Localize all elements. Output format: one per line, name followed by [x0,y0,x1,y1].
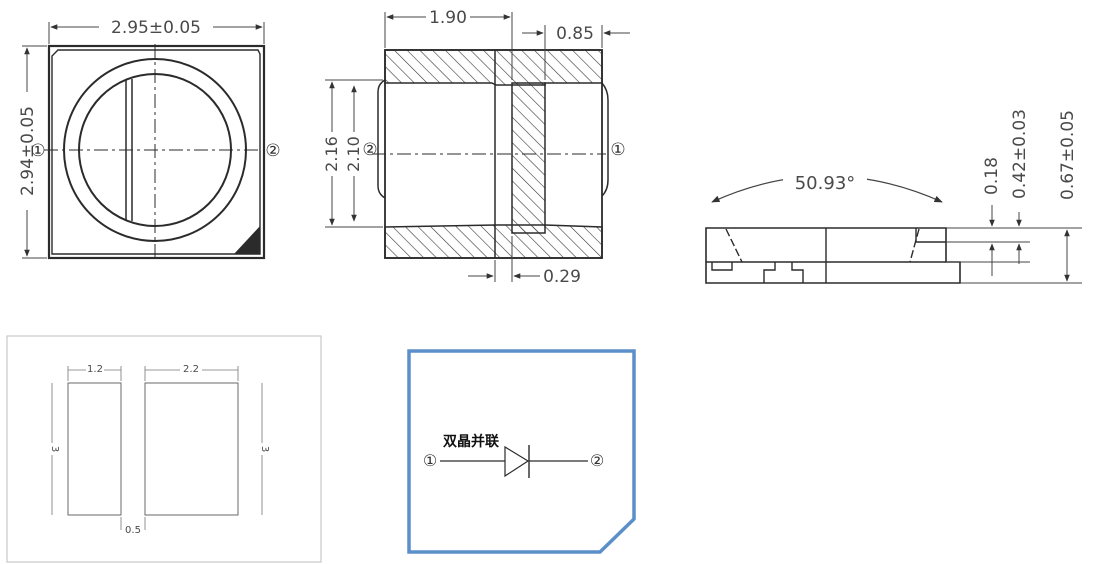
pad-profile-mid [763,262,804,283]
pin-1-marker-icon: ① [610,140,625,160]
dim-0-29-label: 0.29 [543,267,581,287]
pad-profile-left [711,262,733,271]
lens-slope-left [725,228,743,263]
dim-0-67-label: 0.67±0.05 [1058,110,1078,200]
side-notch-left [377,79,386,199]
pad-left [67,382,122,516]
pin-2-marker-icon: ② [265,141,280,161]
side-view: 50.93° 0.18 0.42±0.03 0.67±0.05 [705,109,1082,284]
right-height-label: 3 [259,446,270,452]
pad-right-width-label: 2.2 [183,364,199,375]
dim-1-90-label: 1.90 [429,8,467,28]
dim-0-42-label: 0.42±0.03 [1010,109,1030,199]
hatched-pad-bottom [384,224,603,259]
dim-0-85-label: 0.85 [556,24,594,44]
pad-profile-right [915,228,946,243]
package-outline [47,44,266,260]
footprint-panel: 1.2 2.2 3 3 0.5 [6,335,322,563]
pin-2-marker-icon: ② [362,140,377,160]
pin-2-marker-icon: ② [590,451,604,470]
hatched-pad-top [384,49,603,86]
diode-symbol-icon [504,445,530,478]
pad-left-width-label: 1.2 [87,364,103,375]
top-view: 2.95±0.05 2.94±0.05 ① ② [16,16,281,260]
bottom-view: 1.90 0.85 2.16 2.10 0.29 ② ① [322,8,630,287]
cathode-corner-mark [234,226,260,254]
footprint-panel-border [6,335,322,563]
gap-label: 0.5 [125,525,141,536]
pin-1-marker-icon: ① [423,451,437,470]
width-dimension-label: 2.95±0.05 [111,18,201,38]
dim-2-10-label: 2.10 [344,136,363,172]
pad-right [144,382,239,516]
schematic-border [407,349,636,554]
height-dimension-label: 2.94±0.05 [18,106,38,196]
hatched-pad-center [511,82,546,234]
lens-slope-right [909,228,920,263]
schematic-panel: ① ② 双晶并联 [407,349,636,554]
pin-1-marker-icon: ① [30,141,45,161]
left-height-label: 3 [49,446,60,452]
dual-chip-parallel-label: 双晶并联 [443,433,500,450]
package-inner-outline [51,49,261,255]
dim-2-16-label: 2.16 [322,136,341,172]
side-notch-right [601,82,609,197]
angle-label: 50.93° [795,173,856,194]
dim-0-18-label: 0.18 [982,157,1002,195]
side-body-outline [705,227,961,284]
